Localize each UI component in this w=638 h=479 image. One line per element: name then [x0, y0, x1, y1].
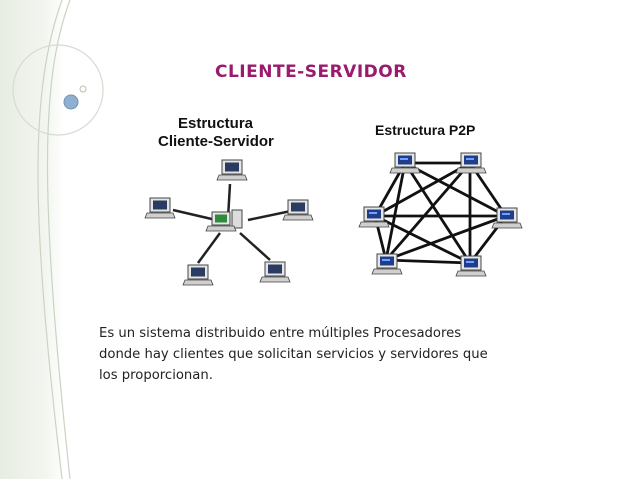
peer-computer-icon [455, 255, 487, 277]
client-computer-icon [282, 199, 314, 221]
client-computer-icon [182, 264, 214, 286]
client-server-panel: Estructura Cliente-Servidor [128, 108, 318, 298]
peer-computer-icon [455, 152, 487, 174]
slide-title: CLIENTE-SERVIDOR [215, 62, 407, 82]
network-diagram-image: Estructura Cliente-Servidor Estructura P… [128, 108, 523, 298]
server-icon [205, 209, 243, 232]
peer-computer-icon [358, 206, 390, 228]
description-line: los proporcionan. [99, 368, 213, 383]
peer-computer-icon [371, 253, 403, 275]
client-server-title-line2: Cliente-Servidor [158, 133, 274, 150]
client-server-title-line1: Estructura [178, 115, 254, 132]
description-line: donde hay clientes que solicitan servici… [99, 347, 488, 362]
client-computer-icon [144, 197, 176, 219]
description-line: Es un sistema distribuido entre múltiple… [99, 326, 462, 341]
client-computer-icon [259, 261, 291, 283]
decor-dot-icon [79, 85, 87, 93]
peer-computer-icon [389, 152, 421, 174]
decor-sphere-icon [63, 94, 79, 110]
p2p-title: Estructura P2P [375, 122, 475, 138]
p2p-panel: Estructura P2P [358, 122, 523, 277]
description-text: Es un sistema distribuido entre múltiple… [99, 323, 569, 386]
decor-curves [12, 0, 104, 479]
client-computer-icon [216, 159, 248, 181]
peer-computer-icon [491, 207, 523, 229]
